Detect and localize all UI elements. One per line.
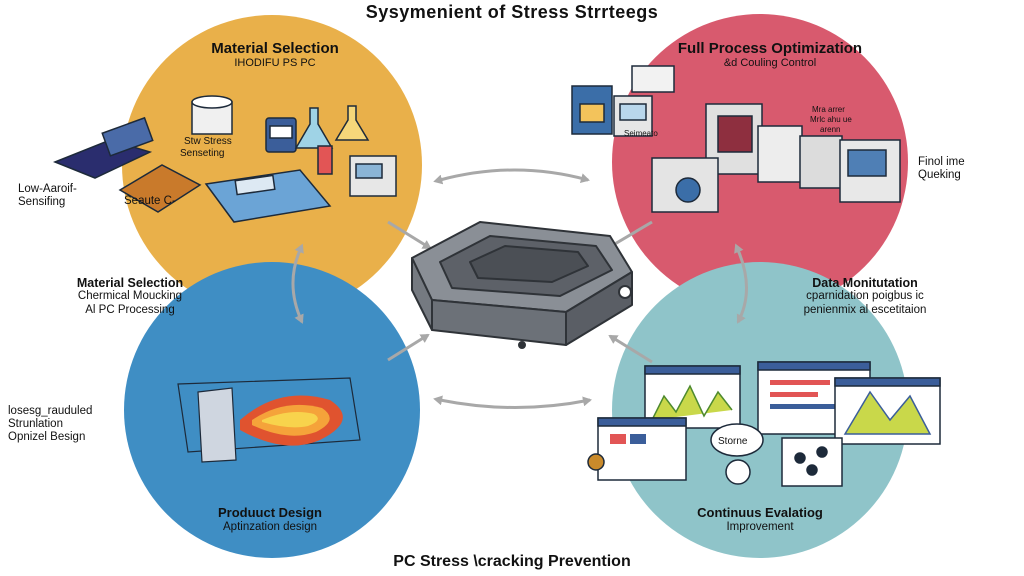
material-selection-circle	[122, 15, 422, 315]
process-optimization-title: Full Process Optimization	[677, 40, 863, 57]
middle-right-label: Data Monitutation cparnidation poigbus i…	[760, 276, 970, 317]
continuous-evaluation-title: Continuus Evalatiog	[697, 505, 823, 520]
tr-inner-line-1: Mra arrer	[812, 105, 845, 114]
tl-inner-line-1: Stw Stress	[184, 136, 232, 147]
bl-side-label: losesg_rauduled Strunlation Opnizel Besi…	[8, 405, 133, 445]
process-machinery-icons	[571, 65, 901, 213]
tl-inner-line-2: Senseting	[180, 148, 224, 159]
middle-left-heading: Material Selection	[76, 276, 184, 290]
product-design-subtitle: Aptinzation design	[223, 520, 317, 533]
middle-right-line-2: penienmix al escetitaion	[803, 303, 927, 316]
bl-side-line-1: losesg_rauduled	[8, 405, 93, 417]
stress-simulation-icon	[177, 377, 361, 463]
tl-side-label-2: Seaute C-	[124, 195, 204, 208]
bl-side-line-3: Opnizel Besign	[8, 431, 86, 444]
middle-right-line-1: cparnidation poigbus ic	[806, 290, 924, 303]
tr-inner-line-2: Mrlc ahu ue	[810, 115, 852, 124]
tl-side-line-2: Sensifing	[18, 196, 66, 209]
evaluation-dashboard-icons	[587, 361, 941, 487]
tr-side-line-1: Finol ime	[918, 156, 965, 168]
tr-inner-line-3: arenn	[820, 125, 840, 134]
middle-right-heading: Data Monitutation	[812, 276, 918, 290]
bottom-right-heading: Continuus Evalatiog Improvement	[645, 505, 875, 534]
tr-side-label: Finol ime Queking	[918, 156, 1008, 182]
bottom-left-heading: Produuct Design Aptinzation design	[160, 505, 380, 534]
material-selection-title: Material Selection	[211, 40, 339, 57]
page-footer: PC Stress \cracking Prevention	[393, 553, 631, 570]
tl-side-label: Low-Aaroif- Sensifing	[18, 183, 128, 209]
middle-left-line-1: Chermical Moucking	[77, 290, 183, 303]
middle-left-line-2: Al PC Processing	[85, 303, 175, 316]
inner-labels: Stw Stress Senseting Mra arrer Mrlc ahu …	[180, 105, 852, 447]
middle-left-label: Material Selection Chermical Moucking Al…	[40, 276, 220, 317]
tl-side-line-3: Seaute C-	[124, 195, 176, 207]
product-design-title: Produuct Design	[217, 505, 322, 520]
central-pc-box-icon	[411, 221, 633, 349]
bl-side-line-2: Strunlation	[8, 418, 63, 431]
process-optimization-subtitle: &d Couling Control	[723, 57, 817, 70]
arrows	[291, 168, 748, 409]
top-left-heading: Material Selection IHODIFU PS PC	[150, 40, 400, 70]
tr-inner-label-2: Seimeato	[624, 129, 658, 138]
tl-side-line-1: Low-Aaroif-	[18, 183, 77, 195]
lab-equipment-icons	[52, 95, 397, 223]
continuous-evaluation-subtitle: Improvement	[726, 520, 794, 533]
tr-side-line-2: Queking	[918, 169, 961, 182]
top-right-heading: Full Process Optimization &d Couling Con…	[620, 40, 920, 70]
page-title: Sysymenient of Stress Strrteegs	[365, 2, 659, 22]
br-inner-label: Storne	[718, 436, 748, 447]
material-selection-subtitle: IHODIFU PS PC	[234, 57, 316, 70]
